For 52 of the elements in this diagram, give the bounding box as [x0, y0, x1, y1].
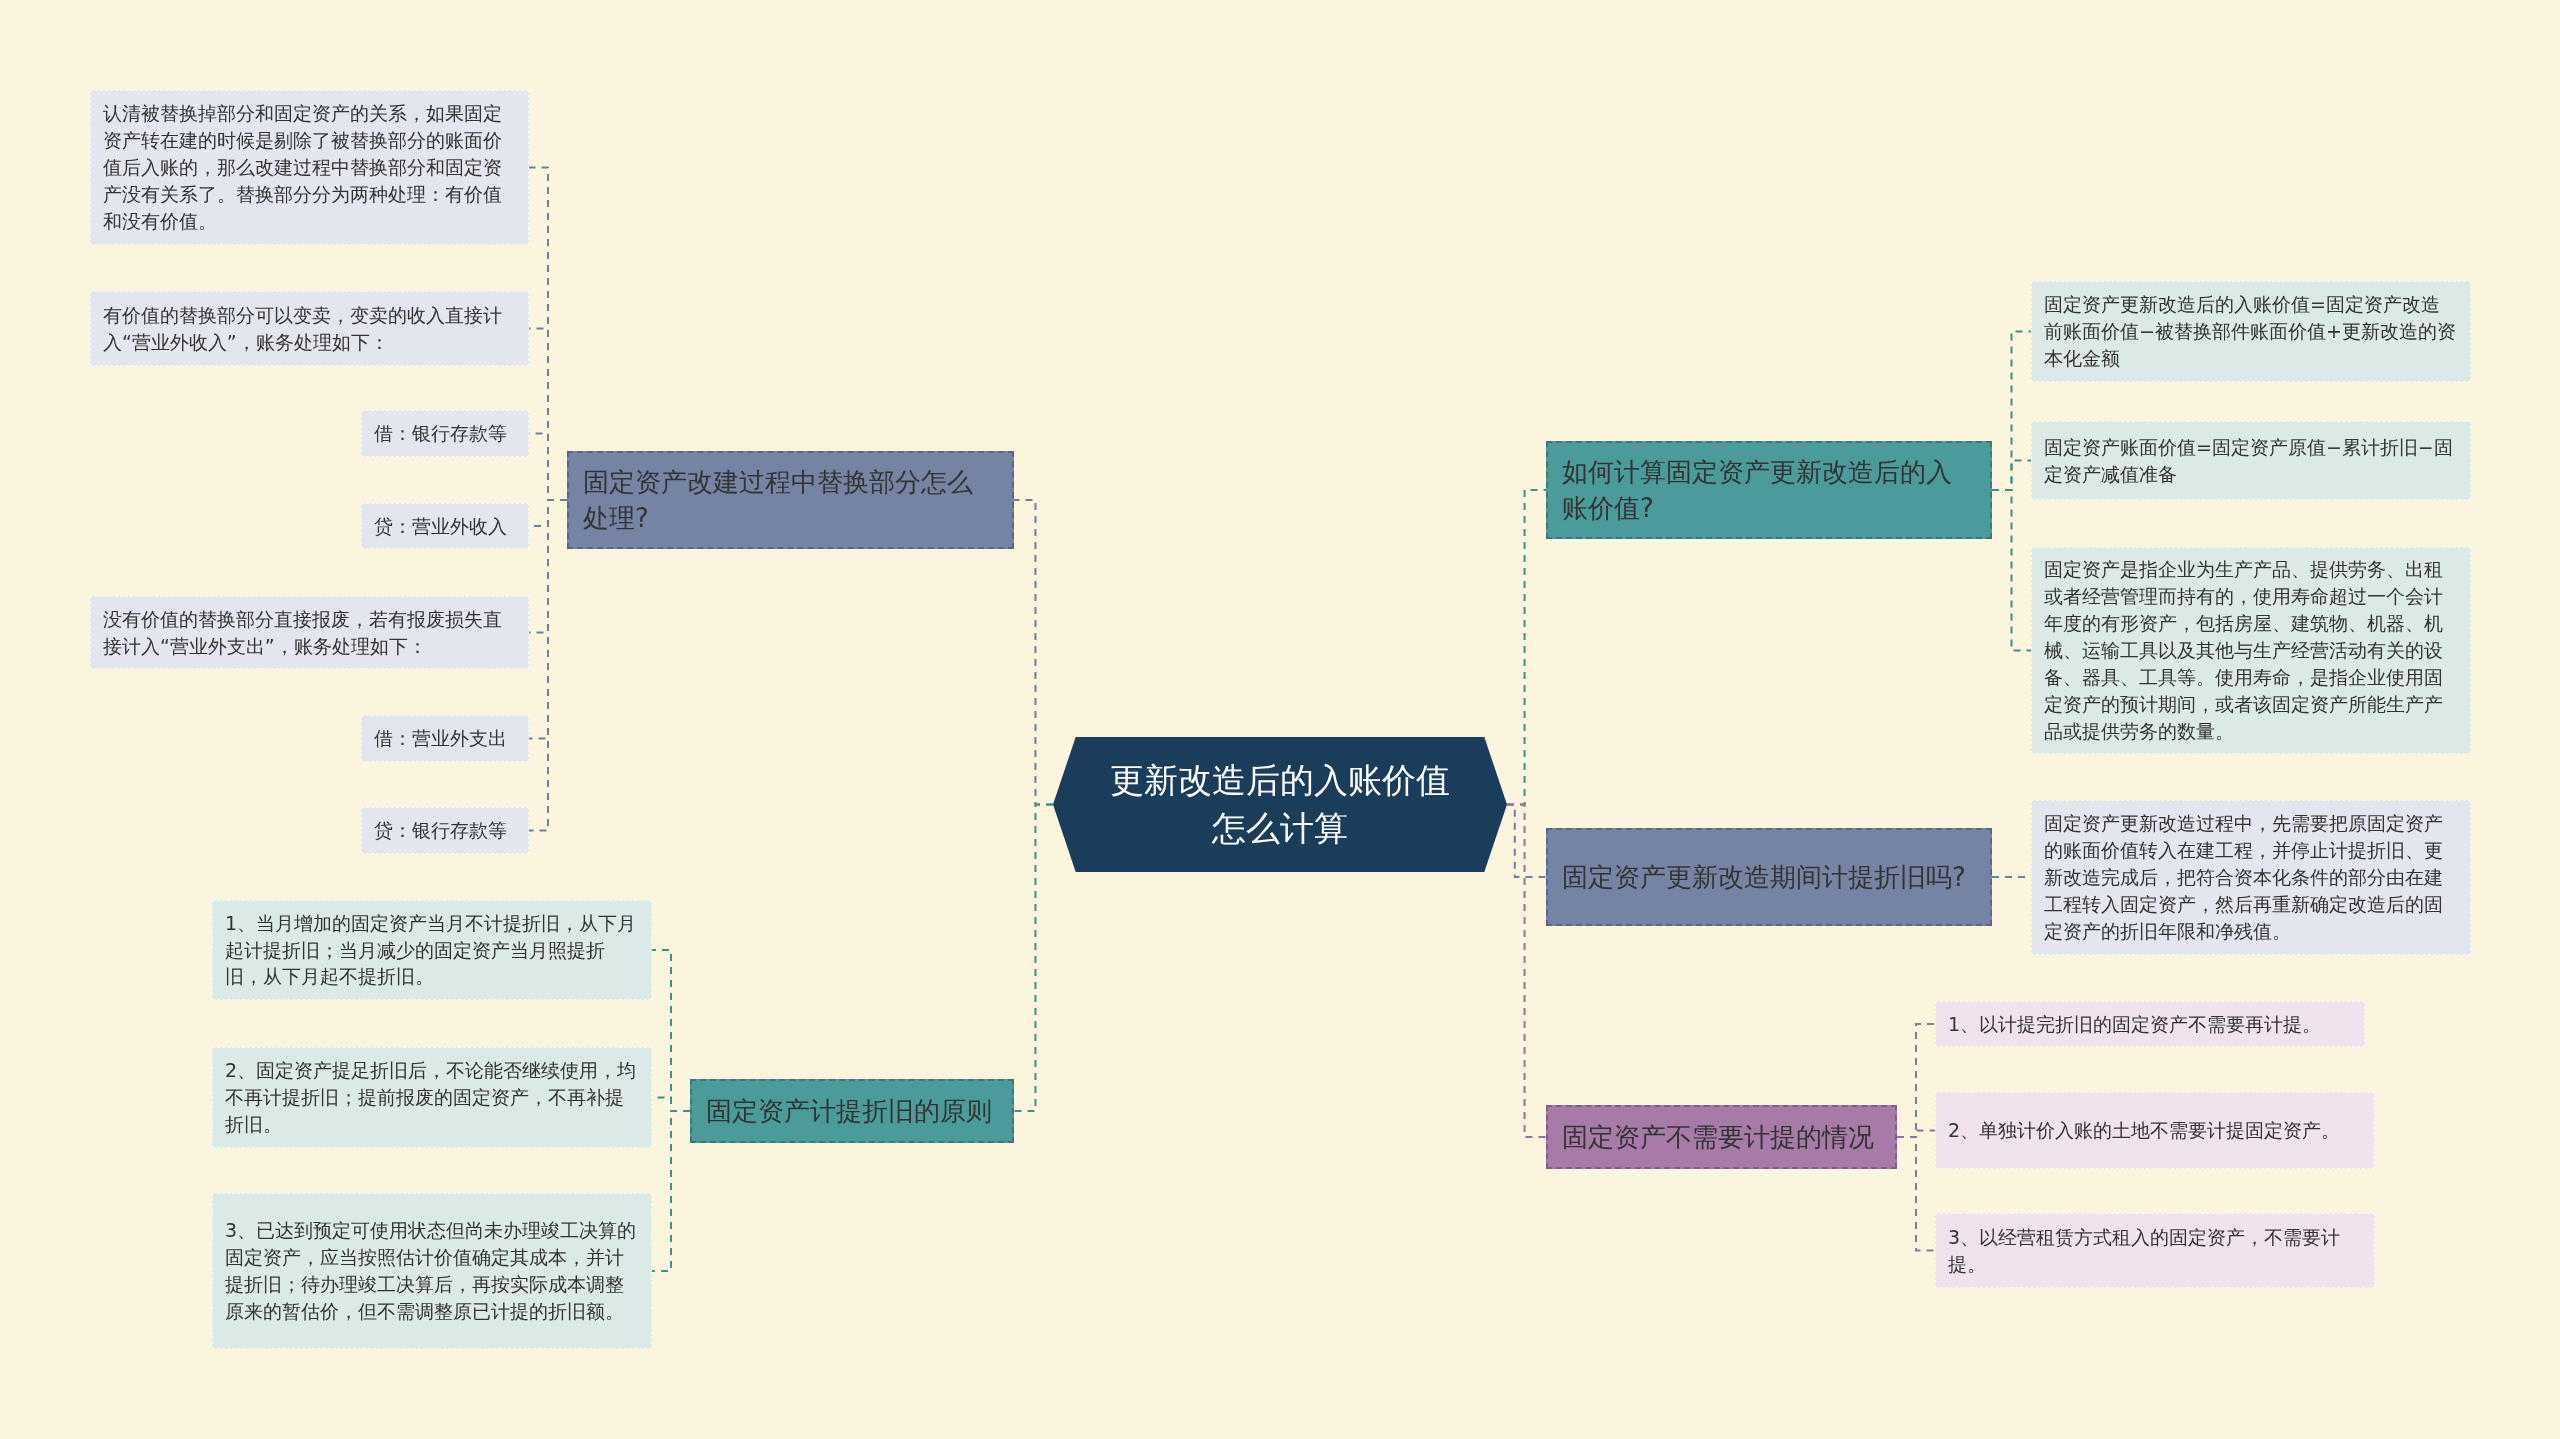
topic-text: 贷：银行存款等: [374, 818, 507, 843]
topic-text: 1、当月增加的固定资产当月不计提折旧，从下月起计提折旧；当月减少的固定资产当月照提折旧，从下月起不提折旧。: [225, 910, 638, 990]
topic-text: 借：银行存款等: [374, 421, 507, 446]
connector-line: [651, 1110, 691, 1272]
topic-text: 没有价值的替换部分直接报废，若有报废损失直接计入“营业外支出”，账务处理如下：: [103, 606, 503, 659]
note-box: [1935, 1092, 2375, 1169]
note-box: [90, 90, 529, 245]
topic-text: 3、已达到预定可使用状态但尚未办理竣工决算的固定资产，应当按照估计价值确定其成本，并计提折旧；待办理竣工决算后，再按实际成本调整原来的暂估价，但不需调整原已计提的折旧额。: [225, 1218, 638, 1324]
note-box: [1935, 1213, 2375, 1288]
topic-text: 如何计算固定资产更新改造后的入账价值?: [1562, 455, 1953, 525]
connector-line: [528, 499, 568, 832]
topic-text: 2、单独计价入账的土地不需要计提固定资产。: [1948, 1118, 2341, 1143]
note-box: [90, 291, 529, 366]
note-box: [361, 715, 529, 762]
note-box: [212, 900, 652, 1000]
topic-text: 认清被替换掉部分和固定资产的关系，如果固定资产转在建的时候是剔除了被替换部分的账面价值后入账的，那么改建过程中替换部分和固定资产没有关系了。替换部分分为两种处理：有价值和没有价值。: [103, 101, 503, 234]
note-box: [2031, 281, 2471, 382]
topic-text: 固定资产改建过程中替换部分怎么处理?: [583, 465, 974, 535]
connector-line: [1013, 803, 1054, 1112]
topic-box: [1546, 828, 1992, 926]
note-box: [1935, 1001, 2365, 1047]
note-box: [361, 410, 529, 457]
note-box: [361, 807, 529, 854]
topic-box: [690, 1079, 1014, 1143]
note-box: [212, 1193, 652, 1349]
topic-text: 有价值的替换部分可以变卖，变卖的收入直接计入“营业外收入”，账务处理如下：: [103, 302, 503, 355]
topic-text: 2、固定资产提足折旧后，不论能否继续使用，均不再计提折旧；提前报废的固定资产，不再补提折旧。: [225, 1058, 638, 1137]
topic-text: 贷：营业外收入: [374, 513, 507, 539]
topic-text: 固定资产是指企业为生产产品、提供劳务、出租或者经营管理而持有的，使用寿命超过一个会计年度的有形资产，包括房屋、建筑物、机器、机械、运输工具以及其他与生产经营活动有关的设备、器具、工具等。使用寿命，是指企业使用固定资产的预计期间，或者该固定资产所能生产产品或提供劳务的数量。: [2044, 557, 2444, 744]
topic-text: 1、以计提完折旧的固定资产不需要再计提。: [1948, 1011, 2322, 1037]
topic-box: [567, 451, 1014, 549]
topic-text: 固定资产更新改造后的入账价值=固定资产改造前账面价值−被替换部件账面价值+更新改造的资本化金额: [2044, 292, 2457, 371]
topic-text: 3、以经营租赁方式租入的固定资产，不需要计提。: [1948, 1224, 2342, 1277]
topic-text: 固定资产更新改造期间计提折旧吗?: [1562, 860, 1966, 894]
note-box: [2031, 421, 2471, 500]
topic-box: [1546, 441, 1992, 539]
note-box: [2031, 800, 2471, 955]
connector-line: [1506, 803, 1547, 1138]
note-box: [361, 503, 529, 549]
central-topic: [1053, 737, 1507, 872]
topic-text: 固定资产更新改造过程中，先需要把原固定资产的账面价值转入在建工程，并停止计提折旧、更新改造完成后，把符合资本化条件的部分由在建工程转入固定资产，然后再重新确定改造后的固定资产的折旧年限和净残值。: [2044, 811, 2444, 944]
note-box: [212, 1047, 652, 1148]
note-box: [2031, 547, 2471, 754]
topic-text: 更新改造后的入账价值怎么计算: [1109, 758, 1451, 850]
topic-text: 固定资产计提折旧的原则: [706, 1094, 992, 1128]
connector-line: [1991, 489, 2032, 652]
topic-text: 固定资产不需要计提的情况: [1562, 1120, 1874, 1154]
topic-text: 固定资产账面价值=固定资产原值−累计折旧−固定资产减值准备: [2044, 434, 2454, 487]
connector-line: [1896, 1136, 1936, 1252]
note-box: [90, 596, 529, 669]
topic-box: [1546, 1105, 1897, 1169]
topic-text: 借：营业外支出: [374, 726, 507, 751]
